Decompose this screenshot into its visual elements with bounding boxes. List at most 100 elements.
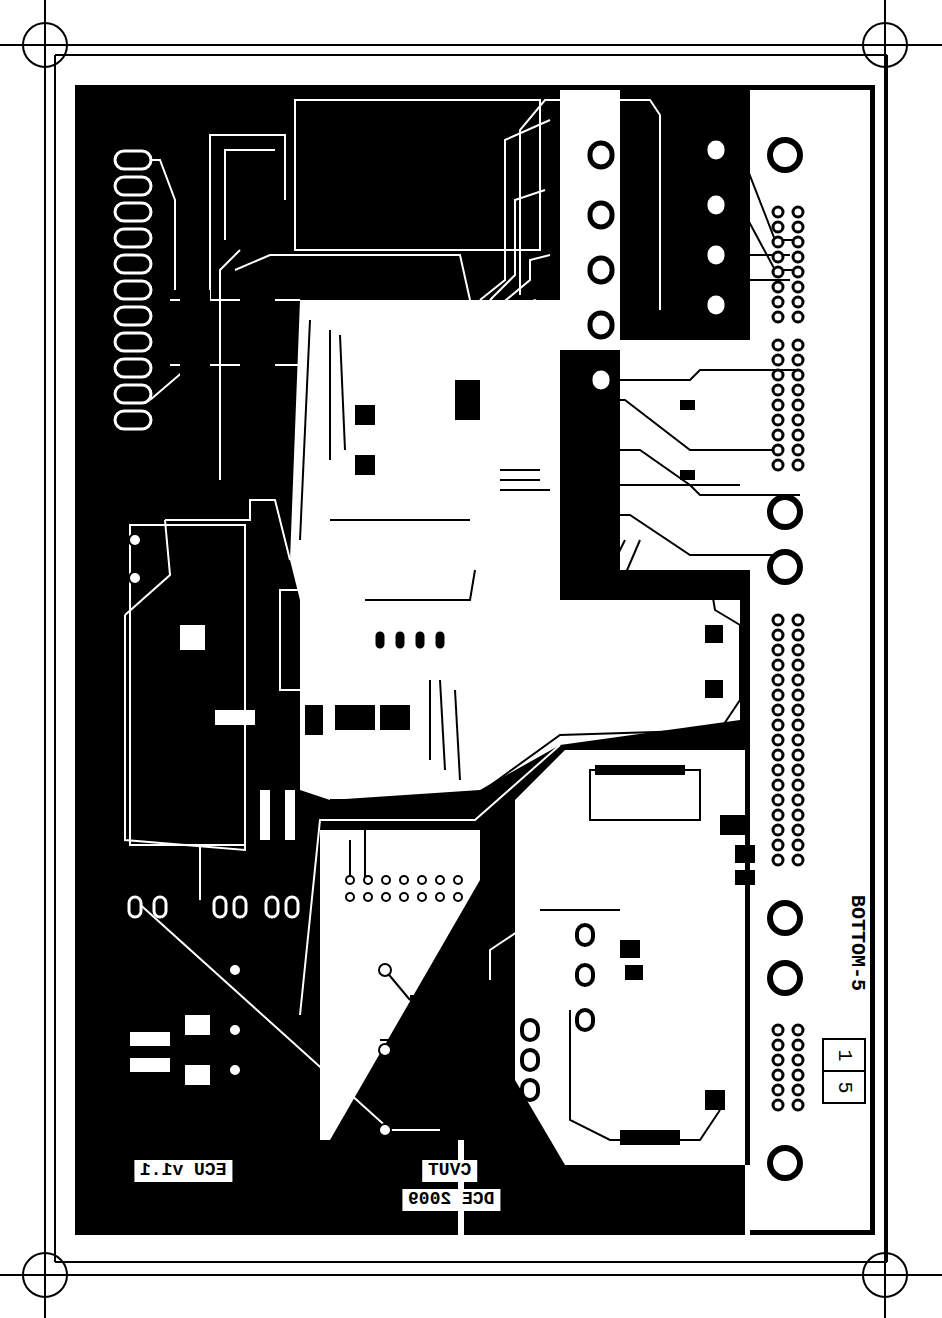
header-pad — [793, 430, 803, 440]
header-pad — [773, 750, 783, 760]
via — [418, 876, 426, 884]
header-pad — [793, 705, 803, 715]
silkscreen-box: 5 — [822, 1070, 866, 1104]
label-text: CVUT — [428, 1161, 471, 1181]
header-pad — [773, 267, 783, 277]
via — [364, 893, 372, 901]
via — [400, 893, 408, 901]
header-pad — [793, 282, 803, 292]
via — [454, 893, 462, 901]
header-pad — [793, 840, 803, 850]
header-pad — [773, 1040, 783, 1050]
via — [229, 964, 241, 976]
header-pad — [793, 855, 803, 865]
silkscreen-label: BOTTOM-5 — [845, 889, 869, 997]
header-pad — [773, 645, 783, 655]
header-pad — [773, 282, 783, 292]
header-pad — [793, 1085, 803, 1095]
header-pad — [793, 1040, 803, 1050]
via — [346, 893, 354, 901]
oval-pad — [115, 177, 151, 195]
silkscreen-label: CVUT — [422, 1160, 477, 1182]
oval-pad — [115, 359, 151, 377]
via — [436, 893, 444, 901]
header-pad — [773, 720, 783, 730]
header-pad — [773, 222, 783, 232]
oval-pad — [286, 897, 298, 917]
oval-pad — [522, 1020, 538, 1040]
header-pad — [773, 690, 783, 700]
via — [229, 1024, 241, 1036]
oval-pad — [115, 411, 151, 429]
header-pad — [793, 237, 803, 247]
box-text: 1 — [832, 1049, 855, 1061]
header-pad — [773, 765, 783, 775]
traces-on-clear — [300, 150, 800, 1140]
header-pad — [773, 355, 783, 365]
header-pad — [793, 312, 803, 322]
header-pad — [773, 840, 783, 850]
via — [379, 1124, 391, 1136]
header-pad — [793, 460, 803, 470]
header-pad — [773, 1055, 783, 1065]
oval-pad — [394, 630, 406, 650]
mounting-pad — [770, 497, 800, 527]
header-pad — [773, 630, 783, 640]
via — [382, 876, 390, 884]
oval-pad — [414, 630, 426, 650]
oval-pad — [705, 138, 727, 162]
header-pad — [793, 660, 803, 670]
cleared-areas — [290, 90, 870, 1235]
through-hole-pads — [115, 138, 803, 1178]
header-pad — [793, 780, 803, 790]
header-pad — [773, 297, 783, 307]
oval-pad — [590, 203, 612, 227]
header-pad — [773, 615, 783, 625]
box-text: 5 — [832, 1081, 855, 1093]
header-pad — [793, 720, 803, 730]
header-pad — [773, 855, 783, 865]
header-pad — [773, 1025, 783, 1035]
label-text: ECU v1.1 — [140, 1161, 226, 1181]
header-pad — [793, 400, 803, 410]
header-pad — [773, 1100, 783, 1110]
mounting-pad — [770, 963, 800, 993]
oval-pad — [129, 897, 141, 917]
via — [129, 572, 141, 584]
via — [379, 964, 391, 976]
header-pad — [773, 705, 783, 715]
header-pad — [793, 415, 803, 425]
header-pad — [773, 312, 783, 322]
header-pad — [773, 660, 783, 670]
header-pad — [793, 1055, 803, 1065]
header-pad — [773, 1070, 783, 1080]
header-pad — [773, 460, 783, 470]
silkscreen-label: ECU v1.1 — [134, 1160, 232, 1182]
silkscreen-box: 1 — [822, 1038, 866, 1072]
mounting-pad — [770, 552, 800, 582]
via — [129, 534, 141, 546]
oval-pad — [115, 307, 151, 325]
oval-pad — [115, 385, 151, 403]
via — [400, 876, 408, 884]
oval-pad — [705, 293, 727, 317]
header-pad — [773, 445, 783, 455]
oval-pad — [577, 965, 593, 985]
header-pad — [773, 810, 783, 820]
oval-pad — [115, 333, 151, 351]
oval-pad — [590, 368, 612, 392]
header-pad — [793, 735, 803, 745]
header-pad — [793, 1025, 803, 1035]
pads-on-pour — [130, 625, 295, 1085]
header-pad — [793, 207, 803, 217]
oval-pad — [234, 897, 246, 917]
oval-pad — [115, 255, 151, 273]
oval-pad — [522, 1080, 538, 1100]
header-pad — [793, 750, 803, 760]
header-pad — [773, 795, 783, 805]
header-pad — [773, 1085, 783, 1095]
via — [364, 876, 372, 884]
via — [436, 876, 444, 884]
header-pad — [793, 385, 803, 395]
